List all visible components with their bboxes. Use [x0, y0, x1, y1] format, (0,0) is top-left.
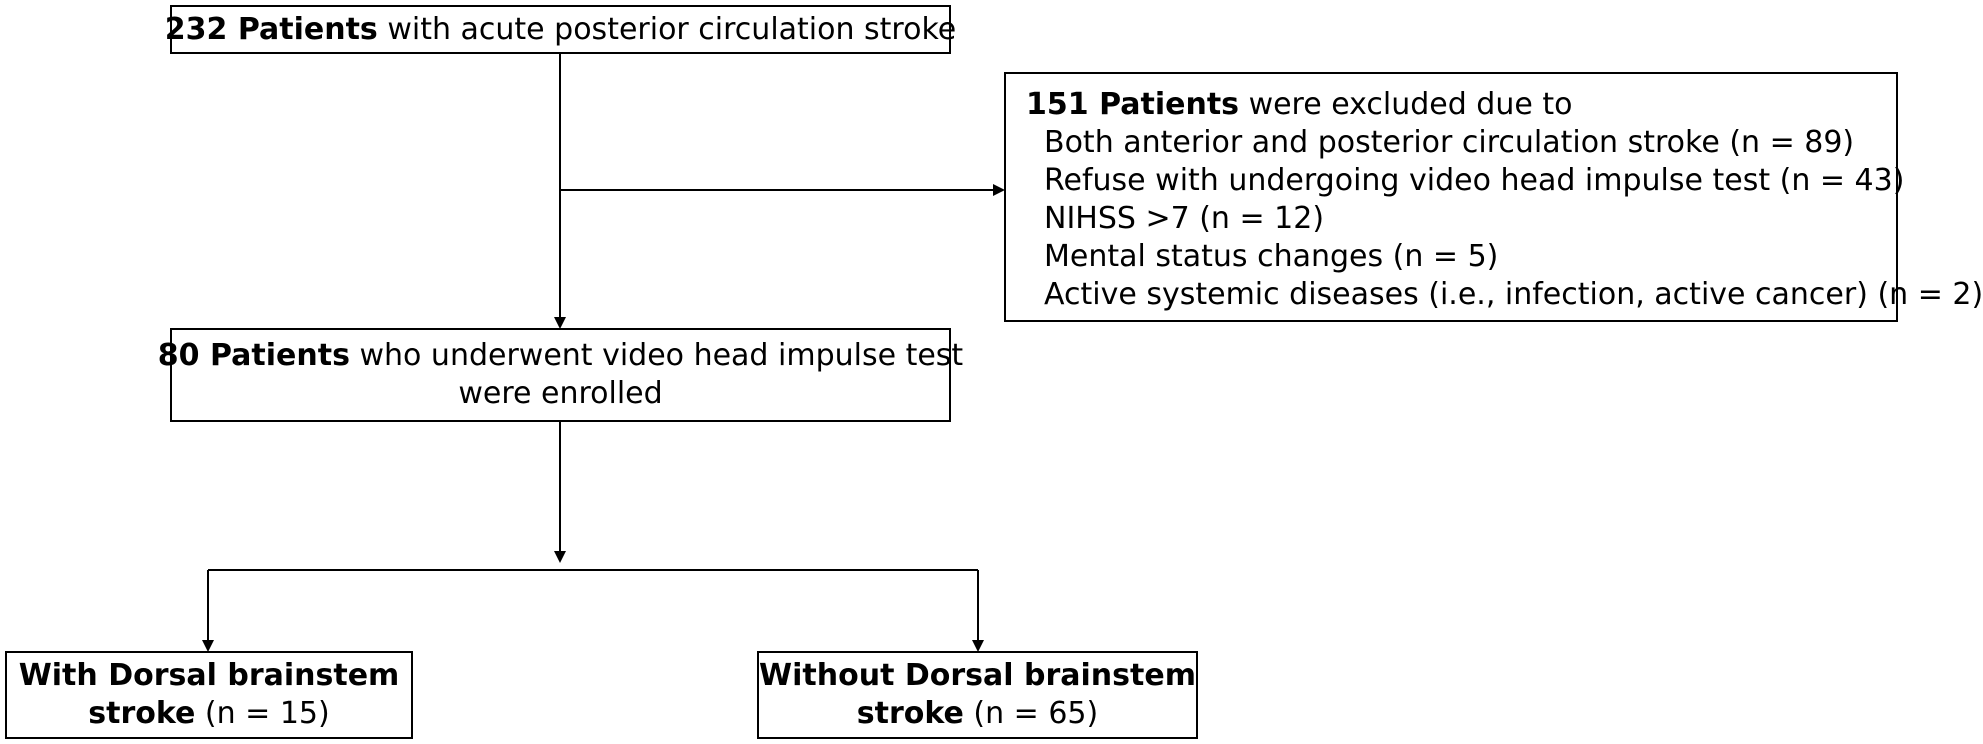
with-dorsal-count-line: stroke (n = 15) — [88, 695, 329, 733]
exclusion-item: Active systemic diseases (i.e., infectio… — [1044, 277, 1983, 312]
excluded-box: 151 Patients were excluded due to Both a… — [1004, 72, 1983, 322]
excluded-description: were excluded due to — [1239, 87, 1573, 122]
screened-description: with acute posterior circulation stroke — [377, 11, 957, 47]
flow-connectors — [202, 52, 1005, 652]
enrolled-count: 80 Patients — [157, 338, 350, 373]
with-dorsal-box: With Dorsal brainstem stroke (n = 15) — [5, 651, 413, 739]
screened-box: 232 Patients with acute posterior circul… — [165, 5, 956, 54]
with-dorsal-title-2: stroke — [88, 696, 196, 731]
without-dorsal-count-line: stroke (n = 65) — [857, 695, 1098, 733]
with-dorsal-title: With Dorsal brainstem — [18, 658, 400, 693]
exclusion-item: Mental status changes (n = 5) — [1044, 239, 1499, 274]
excluded-count: 151 Patients — [1026, 87, 1240, 122]
screened-text: 232 Patients with acute posterior circul… — [165, 11, 956, 49]
enrolled-box: 80 Patients who underwent video head imp… — [158, 328, 963, 422]
with-dorsal-n: (n = 15) — [195, 696, 330, 731]
exclusion-item: NIHSS >7 (n = 12) — [1044, 201, 1325, 236]
without-dorsal-n: (n = 65) — [963, 696, 1099, 731]
enrolled-description: who underwent video head impulse test — [349, 338, 964, 373]
without-dorsal-title-2: stroke — [856, 696, 964, 731]
exclusion-item: Both anterior and posterior circulation … — [1044, 125, 1855, 160]
screened-count: 232 Patients — [164, 11, 378, 47]
excluded-heading: 151 Patients were excluded due to — [1026, 86, 1896, 124]
enrolled-line-2: were enrolled — [458, 376, 663, 411]
enrolled-line-1: 80 Patients who underwent video head imp… — [158, 337, 963, 375]
without-dorsal-box: Without Dorsal brainstem stroke (n = 65) — [757, 651, 1198, 739]
exclusion-item: Refuse with undergoing video head impuls… — [1044, 163, 1905, 198]
without-dorsal-title: Without Dorsal brainstem — [759, 658, 1196, 693]
